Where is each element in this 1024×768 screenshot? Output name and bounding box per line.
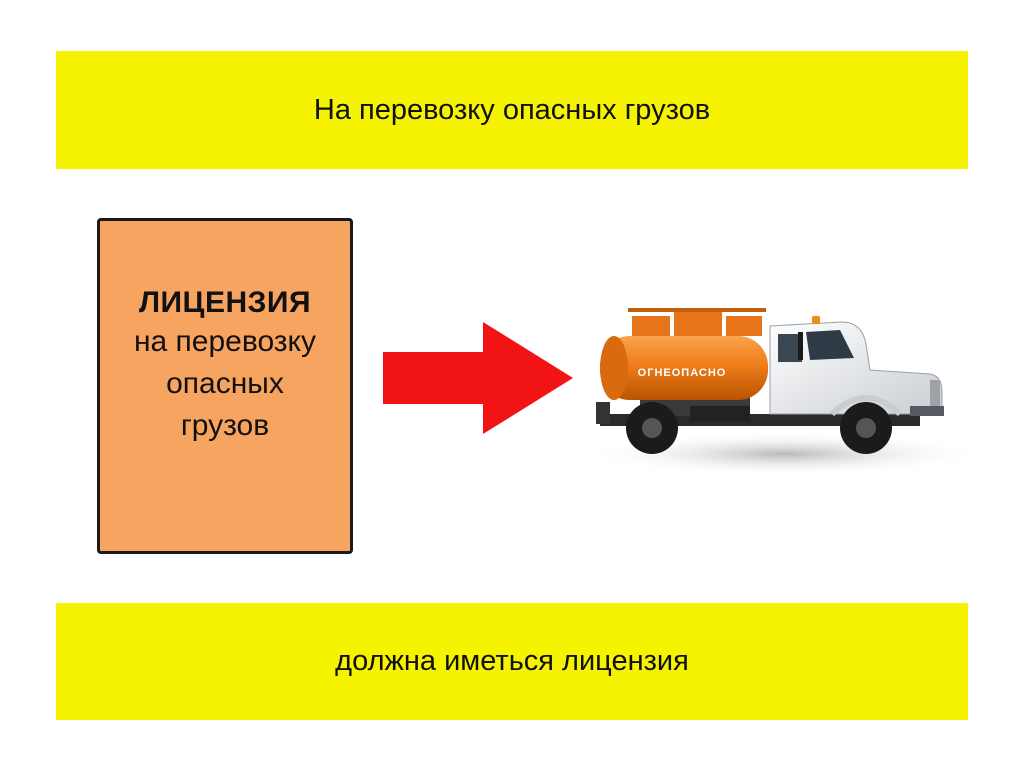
license-line-2: опасных xyxy=(166,367,284,400)
tank-railing xyxy=(628,308,766,312)
front-bumper xyxy=(910,406,944,416)
top-banner: На перевозку опасных грузов xyxy=(56,51,968,169)
rear-wheel-hub xyxy=(642,418,662,438)
license-line-3: грузов xyxy=(180,409,270,442)
truck-rear-bumper xyxy=(596,402,610,424)
license-box: ЛИЦЕНЗИЯ на перевозку опасных грузов xyxy=(97,218,353,554)
tank-top-box-3 xyxy=(726,316,762,336)
tank-top-box-1 xyxy=(632,316,670,336)
fuel-tank xyxy=(600,336,768,400)
front-wheel-hub xyxy=(856,418,876,438)
tank-end-cap xyxy=(600,336,628,400)
bottom-banner-text: должна иметься лицензия xyxy=(335,645,689,677)
license-line-1: на перевозку xyxy=(133,325,317,358)
side-box xyxy=(690,406,750,422)
cab-window xyxy=(806,330,854,360)
tanker-truck-icon: ОГНЕОПАСНО xyxy=(585,308,970,476)
arrow-right-icon xyxy=(383,322,573,434)
front-wheel-arch xyxy=(829,395,903,417)
tank-label: ОГНЕОПАСНО xyxy=(638,367,727,379)
cab-grille xyxy=(930,380,940,406)
bottom-banner: должна иметься лицензия xyxy=(56,603,968,720)
truck-chassis xyxy=(600,414,920,426)
beacon-light xyxy=(812,316,820,324)
top-banner-text: На перевозку опасных грузов xyxy=(313,93,711,126)
license-title: ЛИЦЕНЗИЯ xyxy=(138,286,312,319)
tank-top-box-2 xyxy=(674,312,722,336)
side-mirror xyxy=(798,332,803,360)
